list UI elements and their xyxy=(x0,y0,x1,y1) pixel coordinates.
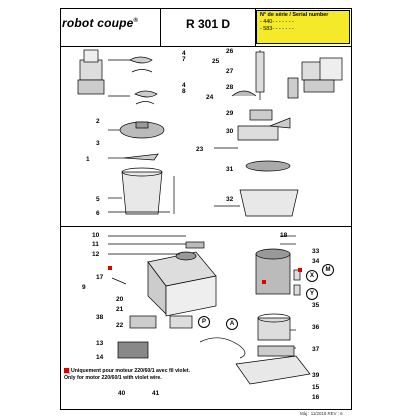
part-number: 20 xyxy=(116,296,124,303)
part-number: 26 xyxy=(226,48,234,55)
part-number: 40 xyxy=(118,390,126,397)
part-number: 2 xyxy=(96,118,100,125)
part-number: 10 xyxy=(92,232,100,239)
brand-registered-mark: ® xyxy=(133,18,139,24)
part-number: 14 xyxy=(96,354,104,361)
motor-note: Uniquement pour moteur 220/60/1 avec fil… xyxy=(64,368,234,381)
part-number: 32 xyxy=(226,196,234,203)
serial-title: N° de série / Serial number xyxy=(260,12,329,18)
header-divider-2 xyxy=(255,8,256,46)
part-number: 6 xyxy=(96,210,100,217)
part-number: 24 xyxy=(206,94,214,101)
part-number: 18 xyxy=(280,232,288,239)
marker-square-2 xyxy=(262,280,266,284)
part-number: 41 xyxy=(152,390,160,397)
part-number: 39 xyxy=(312,372,320,379)
serial-line-1: - 440- - - - - - - xyxy=(260,19,294,25)
brand-name: robot coupe xyxy=(62,16,134,30)
part-number: 27 xyxy=(226,68,234,75)
serial-number-box: N° de série / Serial number - 440- - - -… xyxy=(256,10,350,44)
part-number: 23 xyxy=(196,146,204,153)
part-number: 16 xyxy=(312,394,320,401)
callout-p: P xyxy=(198,316,210,328)
part-number: 17 xyxy=(96,274,104,281)
serial-line-2: - 583- - - - - - - xyxy=(260,26,294,32)
part-number: 4 xyxy=(182,50,186,57)
part-number: 15 xyxy=(312,384,320,391)
machine-thumbnail-right xyxy=(301,57,343,93)
part-number: 12 xyxy=(92,251,100,258)
part-number: 1 xyxy=(86,156,90,163)
note-fr: Uniquement pour moteur 220/60/1 avec fil… xyxy=(71,368,191,374)
marker-square-1 xyxy=(108,266,112,270)
part-number: 3 xyxy=(96,140,100,147)
part-number: 5 xyxy=(96,196,100,203)
part-number: 25 xyxy=(212,58,220,65)
part-number: 28 xyxy=(226,84,234,91)
part-number: 29 xyxy=(226,110,234,117)
callout-m: M xyxy=(322,264,334,276)
note-en: Only for motor 220/60/1 with violet wire… xyxy=(64,374,162,381)
part-number: 34 xyxy=(312,258,320,265)
part-number: 21 xyxy=(116,306,124,313)
part-number: 8 xyxy=(182,88,186,95)
revision-footer: Màj : 11/2018 REV : 6 xyxy=(300,411,343,416)
part-number: 11 xyxy=(92,241,99,248)
part-number: 37 xyxy=(312,346,320,353)
header-divider-1 xyxy=(160,8,161,46)
diagram-frame xyxy=(60,8,352,410)
section-divider xyxy=(60,226,352,227)
part-number: 7 xyxy=(182,56,186,63)
part-number: 35 xyxy=(312,302,320,309)
red-marker-icon xyxy=(64,368,69,373)
part-number: 9 xyxy=(82,284,86,291)
brand-logo: robot coupe® xyxy=(62,16,138,30)
model-title: R 301 D xyxy=(186,17,231,31)
part-number: 31 xyxy=(226,166,234,173)
callout-a: A xyxy=(226,318,238,330)
header-bottom-rule xyxy=(60,46,352,47)
callout-x: X xyxy=(306,270,318,282)
callout-y: Y xyxy=(306,288,318,300)
part-number: 33 xyxy=(312,248,320,255)
part-number: 4 xyxy=(182,82,186,89)
marker-square-3 xyxy=(298,268,302,272)
part-number: 38 xyxy=(96,314,104,321)
part-number: 22 xyxy=(116,322,124,329)
part-number: 30 xyxy=(226,128,234,135)
machine-thumbnail-left xyxy=(77,49,105,95)
part-number: 13 xyxy=(96,340,104,347)
part-number: 36 xyxy=(312,324,320,331)
